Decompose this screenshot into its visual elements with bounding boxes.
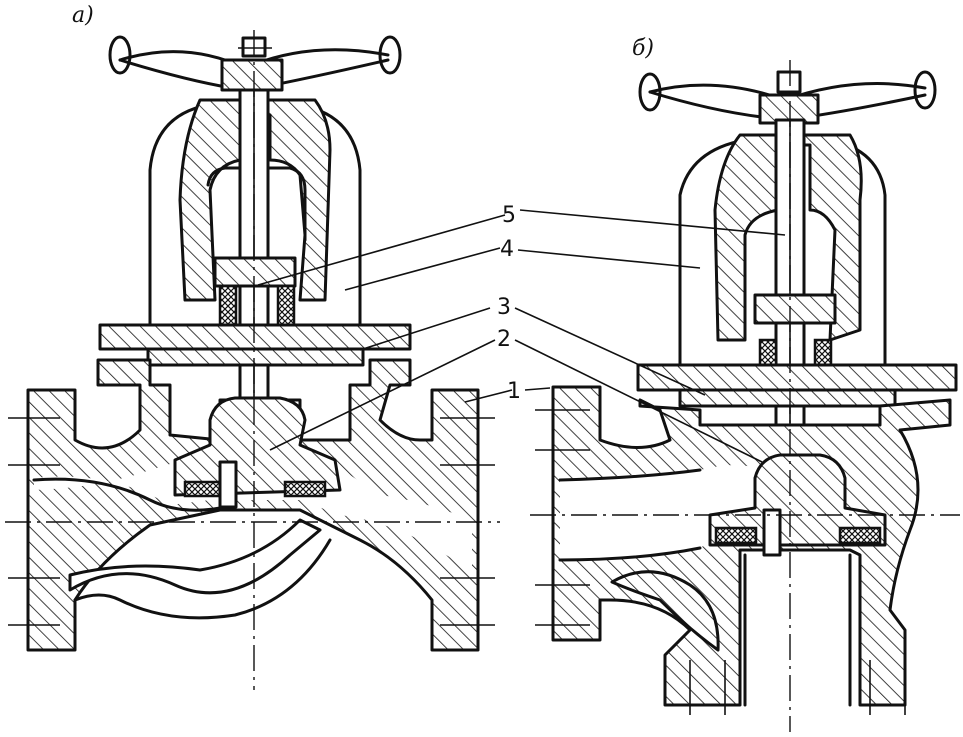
disc-a bbox=[173, 396, 342, 497]
view-a: а) bbox=[5, 3, 500, 690]
view-b-label: б) bbox=[632, 36, 654, 61]
callout-5: 5 bbox=[502, 203, 516, 228]
disc-b bbox=[708, 453, 887, 547]
body-a bbox=[26, 358, 480, 652]
handwheel-b bbox=[638, 70, 937, 125]
flange-bolts-b bbox=[535, 409, 906, 715]
callout-3: 3 bbox=[497, 295, 511, 320]
callout-4: 4 bbox=[500, 237, 514, 262]
gasket-b bbox=[678, 388, 897, 408]
bonnet-flange-a bbox=[98, 323, 412, 351]
view-a-label: а) bbox=[72, 3, 94, 28]
flange-bolts-a bbox=[8, 417, 495, 626]
callouts: 5 4 3 2 1 bbox=[257, 203, 786, 463]
callout-1: 1 bbox=[507, 379, 521, 404]
seat-ring-b bbox=[714, 526, 758, 545]
view-b: б) bbox=[530, 36, 960, 732]
handwheel-a bbox=[108, 35, 402, 92]
gland-a bbox=[213, 256, 297, 288]
callout-2: 2 bbox=[497, 327, 511, 352]
gasket-a bbox=[146, 347, 365, 367]
gland-b bbox=[753, 293, 837, 325]
